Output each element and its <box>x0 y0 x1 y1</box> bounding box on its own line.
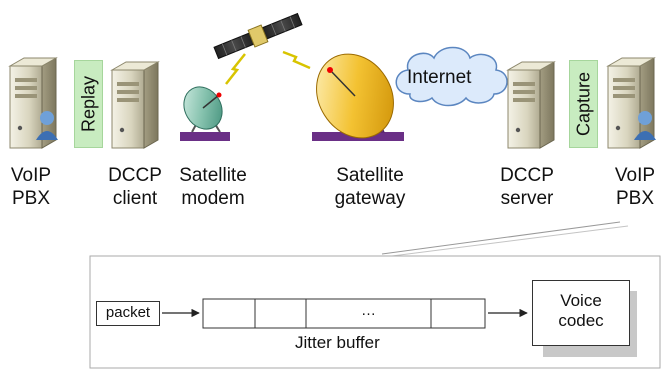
dccp-server-label: DCCP server <box>500 165 554 209</box>
voip-pbx-left-server-icon <box>8 57 58 149</box>
satellite-modem-label: Satellite modem <box>179 165 247 209</box>
capture-tag-label: Capture <box>573 71 593 137</box>
jitter-buffer-cells <box>202 298 486 329</box>
dccp-client-server-icon <box>110 61 160 149</box>
lightning-bolt-modem-icon <box>225 53 246 85</box>
voip-pbx-right-label: VoIP PBX <box>614 165 656 209</box>
lightning-bolt-gateway-icon <box>282 50 311 70</box>
dccp-client-label: DCCP client <box>108 165 162 209</box>
jitter-buffer-label: Jitter buffer <box>295 333 380 352</box>
zoom-callout-lines <box>381 221 629 257</box>
voip-pbx-right-server-icon <box>606 57 656 149</box>
satellite-gateway-label: Satellite gateway <box>334 165 406 209</box>
internet-cloud-icon <box>395 46 508 107</box>
dccp-server-server-icon <box>506 61 556 149</box>
satellite-modem-dish-icon <box>180 86 230 141</box>
buffer-ellipsis: … <box>361 302 376 319</box>
packet-box: packet <box>96 301 160 326</box>
voice-codec-box: Voice codec <box>532 280 630 346</box>
internet-label: Internet <box>407 67 472 88</box>
satellite-icon <box>213 12 303 60</box>
satellite-gateway-dish-icon <box>312 53 404 141</box>
replay-tag: Replay <box>74 60 103 148</box>
voip-pbx-left-label: VoIP PBX <box>10 165 52 209</box>
replay-tag-label: Replay <box>78 75 98 133</box>
capture-tag: Capture <box>569 60 598 148</box>
